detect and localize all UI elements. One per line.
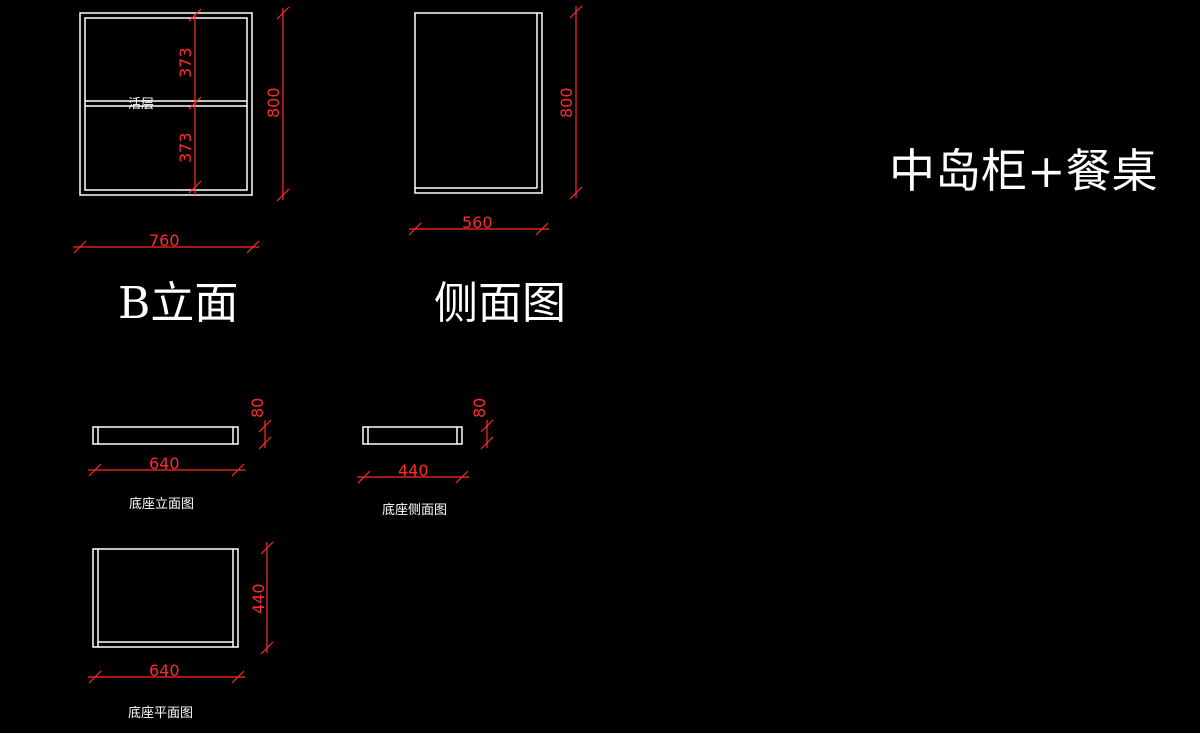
tick [258, 436, 272, 450]
base-elev-width-text: 640 [149, 454, 180, 473]
tick [246, 240, 260, 254]
b-elevation-view: 活层 373 373 800 760 B立面 [73, 6, 290, 329]
tick [88, 670, 102, 684]
base-side-outer [362, 426, 463, 445]
base-plan-view: 440 640 底座平面图 [88, 541, 274, 721]
side-view-label: 侧面图 [434, 278, 566, 329]
shelf-label: 活层 [128, 97, 154, 112]
base-elevation-outer [92, 426, 239, 445]
tick [408, 222, 422, 236]
tick [231, 463, 245, 477]
side-width-dim-text: 560 [462, 213, 493, 232]
tick [276, 188, 290, 202]
upper-dim-text: 373 [176, 47, 195, 78]
tick [569, 186, 583, 200]
tick [258, 419, 272, 433]
tick [88, 463, 102, 477]
base-elevation-label: 底座立面图 [129, 496, 194, 512]
tick [569, 5, 583, 19]
b-elevation-outer [79, 12, 253, 196]
base-side-view: 80 440 底座侧面图 [357, 398, 494, 518]
tick [231, 670, 245, 684]
side-outer [414, 12, 543, 194]
base-plan-outer [92, 548, 239, 648]
width-dim-text: 760 [149, 231, 180, 250]
base-plan-width-text: 640 [149, 661, 180, 680]
tick [455, 470, 469, 484]
base-plan-height-text: 440 [249, 583, 268, 614]
tick [276, 6, 290, 20]
tick [260, 641, 274, 655]
side-view: 800 560 侧面图 [408, 5, 583, 329]
base-plan-label: 底座平面图 [128, 705, 193, 721]
tick [480, 436, 494, 450]
drawing-title: 中岛柜+餐桌 [889, 144, 1158, 198]
side-height-dim-text: 800 [557, 87, 576, 118]
height-dim-text: 800 [264, 87, 283, 118]
base-side-width-text: 440 [398, 461, 429, 480]
base-elev-height-text: 80 [248, 398, 267, 418]
base-side-label: 底座侧面图 [382, 502, 447, 518]
tick [535, 222, 549, 236]
tick [188, 8, 202, 22]
base-side-height-text: 80 [470, 398, 489, 418]
tick [357, 470, 371, 484]
b-elevation-inner [84, 17, 248, 191]
base-elevation-view: 80 640 底座立面图 [88, 398, 272, 512]
tick [260, 541, 274, 555]
tick [188, 96, 202, 110]
b-elevation-label: B立面 [118, 278, 238, 329]
tick [188, 180, 202, 194]
lower-dim-text: 373 [176, 132, 195, 163]
tick [73, 240, 87, 254]
tick [480, 419, 494, 433]
